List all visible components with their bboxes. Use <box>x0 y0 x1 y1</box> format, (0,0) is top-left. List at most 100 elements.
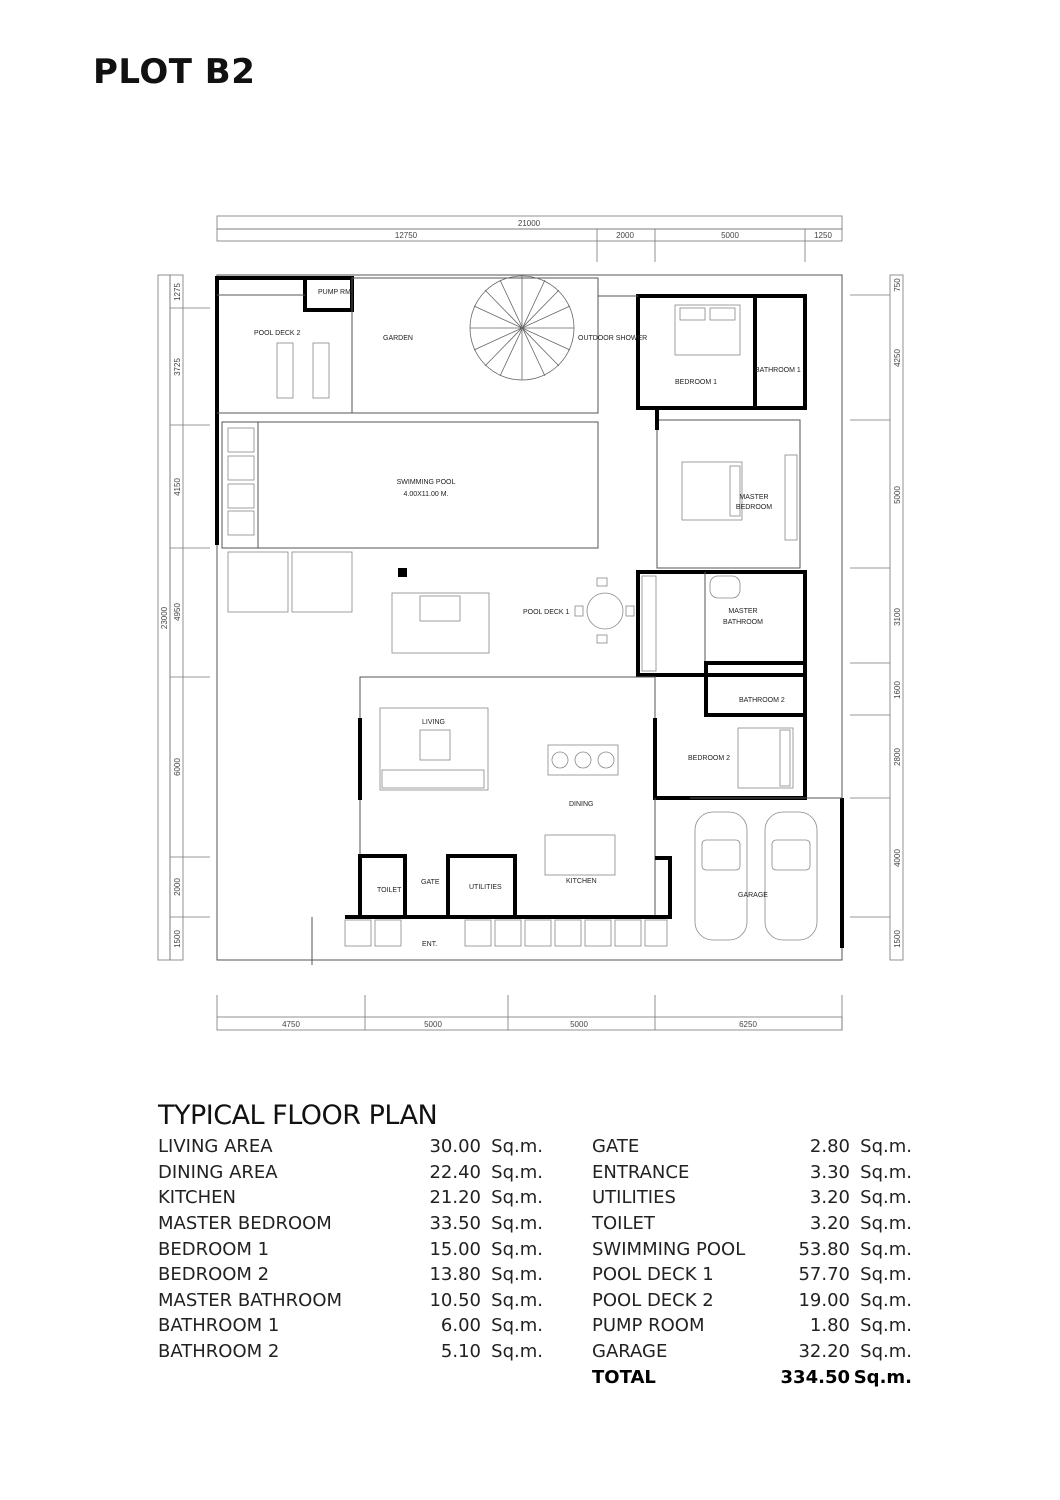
label-entrance: ENT. <box>422 941 437 948</box>
deck-tile <box>227 551 289 613</box>
label-master-bedroom: MASTER <box>739 494 768 501</box>
pool-deck-2-wall <box>215 276 354 545</box>
area-value: 3.20 <box>809 1187 850 1209</box>
area-value: 19.00 <box>798 1289 850 1311</box>
area-value: 21.20 <box>429 1187 481 1209</box>
dim-bottom: 5000 <box>424 1020 442 1029</box>
dim-right: 750 <box>893 278 902 292</box>
label-bathroom-1: BATHROOM 1 <box>755 367 801 374</box>
dim-left: 4150 <box>173 478 182 496</box>
label-utilities: UTILITIES <box>469 884 502 891</box>
area-value: 3.30 <box>809 1161 850 1183</box>
dim-right: 1500 <box>893 930 902 948</box>
label-garage: GARAGE <box>738 892 768 899</box>
area-name: DINING AREA <box>158 1161 278 1183</box>
bathroom-2-wall <box>704 661 807 717</box>
dim-right: 3100 <box>893 608 902 626</box>
area-value: 334.50 <box>780 1366 850 1388</box>
car-icon <box>694 811 748 941</box>
label-outdoor-shower: OUTDOOR SHOWER <box>578 335 647 342</box>
dim-left: 1275 <box>173 283 182 301</box>
area-name: LIVING AREA <box>158 1136 273 1158</box>
area-unit: Sq.m. <box>860 1238 912 1260</box>
area-unit: Sq.m. <box>491 1238 543 1260</box>
dim-left: 3725 <box>173 358 182 376</box>
label-bedroom-2: BEDROOM 2 <box>688 755 730 762</box>
plot-boundary <box>216 274 843 961</box>
area-value: 53.80 <box>798 1238 850 1260</box>
area-unit: Sq.m. <box>860 1187 912 1209</box>
label-kitchen: KITCHEN <box>566 878 597 885</box>
area-value: 15.00 <box>429 1238 481 1260</box>
area-unit: Sq.m. <box>491 1289 543 1311</box>
area-unit: Sq.m. <box>491 1264 543 1286</box>
area-unit: Sq.m. <box>860 1136 912 1158</box>
area-name: POOL DECK 2 <box>592 1289 714 1311</box>
area-value: 13.80 <box>429 1264 481 1286</box>
area-unit: Sq.m. <box>860 1315 912 1337</box>
dim-bottom: 6250 <box>739 1020 757 1029</box>
area-value: 33.50 <box>429 1213 481 1235</box>
area-value: 6.00 <box>440 1315 481 1337</box>
label-master-bathroom: MASTER <box>728 608 757 615</box>
area-name: TOILET <box>592 1213 655 1235</box>
dim-left: 4950 <box>173 603 182 621</box>
area-row: SWIMMING POOL 53.80 Sq.m. <box>592 1236 912 1262</box>
area-row: BEDROOM 2 13.80 Sq.m. <box>158 1262 543 1288</box>
bed <box>681 454 798 541</box>
bedroom-1-wall <box>636 294 807 410</box>
area-name: BEDROOM 1 <box>158 1238 270 1260</box>
bed <box>737 727 794 789</box>
area-name: BATHROOM 1 <box>158 1315 280 1337</box>
area-row: BEDROOM 1 15.00 Sq.m. <box>158 1236 543 1262</box>
label-toilet: TOILET <box>377 887 402 894</box>
label-pool-deck-1: POOL DECK 1 <box>523 609 570 616</box>
dim-left: 6000 <box>173 758 182 776</box>
floor-plan: 21000 12750 2000 5000 1250 23000 1275 37… <box>157 215 904 1031</box>
sofa <box>379 707 489 791</box>
area-name: KITCHEN <box>158 1187 236 1209</box>
label-garden: GARDEN <box>383 335 413 342</box>
label-pool-size: 4.00X11.00 M. <box>403 491 448 498</box>
area-name: PUMP ROOM <box>592 1315 705 1337</box>
pool-steps <box>227 427 255 536</box>
area-value: 3.20 <box>809 1213 850 1235</box>
area-unit: Sq.m. <box>853 1366 912 1388</box>
outdoor-lounge <box>391 577 635 654</box>
area-value: 5.10 <box>440 1341 481 1363</box>
top-dimensions: 21000 12750 2000 5000 1250 <box>216 215 843 262</box>
area-name: SWIMMING POOL <box>592 1238 746 1260</box>
dim-right: 4000 <box>893 849 902 867</box>
bottom-dimensions: 4750 5000 5000 6250 <box>216 995 843 1031</box>
entry-steps <box>344 919 668 947</box>
dim-left: 2000 <box>173 878 182 896</box>
area-unit: Sq.m. <box>491 1315 543 1337</box>
dim-bottom: 5000 <box>570 1020 588 1029</box>
area-name: POOL DECK 1 <box>592 1264 714 1286</box>
area-unit: Sq.m. <box>860 1289 912 1311</box>
area-name: GATE <box>592 1136 640 1158</box>
area-name: BEDROOM 2 <box>158 1264 270 1286</box>
deck-tile <box>291 551 353 613</box>
sun-lounger <box>312 342 330 399</box>
dim-right: 2800 <box>893 748 902 766</box>
dim-right: 5000 <box>893 486 902 504</box>
bed <box>674 304 741 356</box>
area-row: BATHROOM 1 6.00 Sq.m. <box>158 1313 543 1339</box>
label-swimming-pool: SWIMMING POOL <box>397 479 456 486</box>
area-unit: Sq.m. <box>860 1213 912 1235</box>
area-value: 30.00 <box>429 1136 481 1158</box>
left-dimensions: 23000 1275 3725 4150 4950 6000 2000 1500 <box>157 274 210 961</box>
